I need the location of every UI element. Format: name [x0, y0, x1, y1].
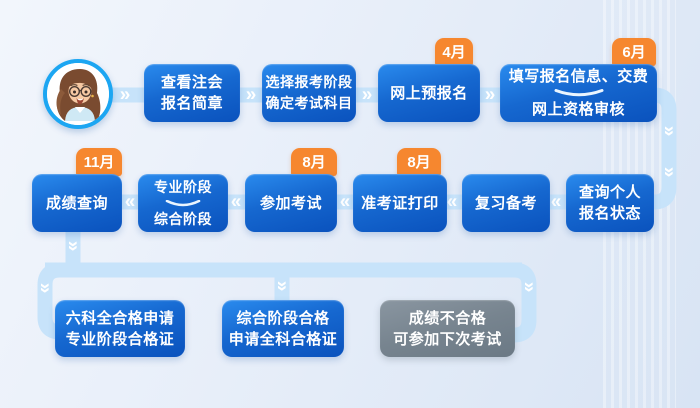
step-label: 专业阶段合格证	[65, 330, 175, 348]
chevron-right-icon: »	[361, 84, 373, 106]
chevron-right-icon: »	[119, 84, 131, 106]
month-badge-april: 4月	[435, 38, 473, 66]
step-review: 复习备考	[462, 174, 550, 232]
step-label: 可参加下次考试	[393, 330, 502, 348]
step-stages: 专业阶段 综合阶段	[138, 174, 228, 232]
step-label: 网上资格审核	[531, 101, 625, 118]
step-label: 成绩查询	[45, 194, 108, 212]
step-label: 网上预报名	[390, 84, 468, 102]
step-label: 专业阶段	[154, 178, 212, 195]
step-label: 确定考试科目	[265, 95, 353, 111]
step-label: 准考证打印	[361, 194, 439, 212]
chevron-down-icon: »	[658, 125, 680, 137]
step-label: 综合阶段	[154, 210, 212, 227]
step-label: 参加考试	[259, 194, 322, 212]
step-label: 成绩不合格	[408, 309, 487, 327]
chevron-left-icon: «	[446, 191, 458, 213]
step-full-cert: 综合阶段合格 申请全科合格证	[222, 300, 344, 357]
step-pre-register: 网上预报名	[378, 64, 480, 122]
step-choose-stage: 选择报考阶段 确定考试科目	[262, 64, 356, 122]
step-take-exam: 参加考试	[245, 174, 337, 232]
step-fail-retry: 成绩不合格 可参加下次考试	[380, 300, 515, 357]
step-label: 选择报考阶段	[265, 74, 353, 90]
avatar	[43, 59, 113, 129]
chevron-down-icon: »	[62, 240, 84, 252]
chevron-down-icon: »	[518, 281, 540, 293]
step-label: 查看注会	[160, 74, 223, 91]
step-check-status: 查询个人 报名状态	[566, 174, 654, 232]
step-label: 填写报名信息、交费	[508, 68, 649, 85]
chevron-down-icon: »	[34, 282, 56, 294]
step-fill-info: 填写报名信息、交费 网上资格审核	[500, 64, 657, 122]
chevron-left-icon: «	[230, 191, 242, 213]
step-label: 报名简章	[160, 95, 223, 112]
chevron-left-icon: «	[124, 191, 136, 213]
step-score-query: 成绩查询	[32, 174, 122, 232]
chevron-down-icon: »	[271, 280, 293, 292]
wave-divider-icon	[165, 199, 201, 206]
step-label: 报名状态	[578, 205, 641, 222]
month-badge-june: 6月	[612, 38, 656, 66]
step-label: 申请全科合格证	[228, 330, 338, 348]
step-label: 查询个人	[578, 184, 641, 201]
step-pro-cert: 六科全合格申请 专业阶段合格证	[55, 300, 185, 357]
chevron-right-icon: »	[484, 84, 496, 106]
step-print-ticket: 准考证打印	[353, 174, 447, 232]
avatar-girl-illustration	[47, 63, 109, 125]
chevron-left-icon: «	[550, 191, 562, 213]
chevron-down-icon: »	[658, 166, 680, 178]
step-label: 综合阶段合格	[236, 309, 330, 327]
month-badge-november: 11月	[76, 148, 122, 176]
month-badge-august-exam: 8月	[291, 148, 337, 176]
step-label: 六科全合格申请	[65, 309, 175, 327]
chevron-right-icon: »	[245, 84, 257, 106]
chevron-left-icon: «	[339, 191, 351, 213]
wave-divider-icon	[554, 89, 603, 97]
step-view-brochure: 查看注会 报名简章	[144, 64, 240, 122]
step-label: 复习备考	[474, 194, 537, 212]
month-badge-august-ticket: 8月	[397, 148, 441, 176]
